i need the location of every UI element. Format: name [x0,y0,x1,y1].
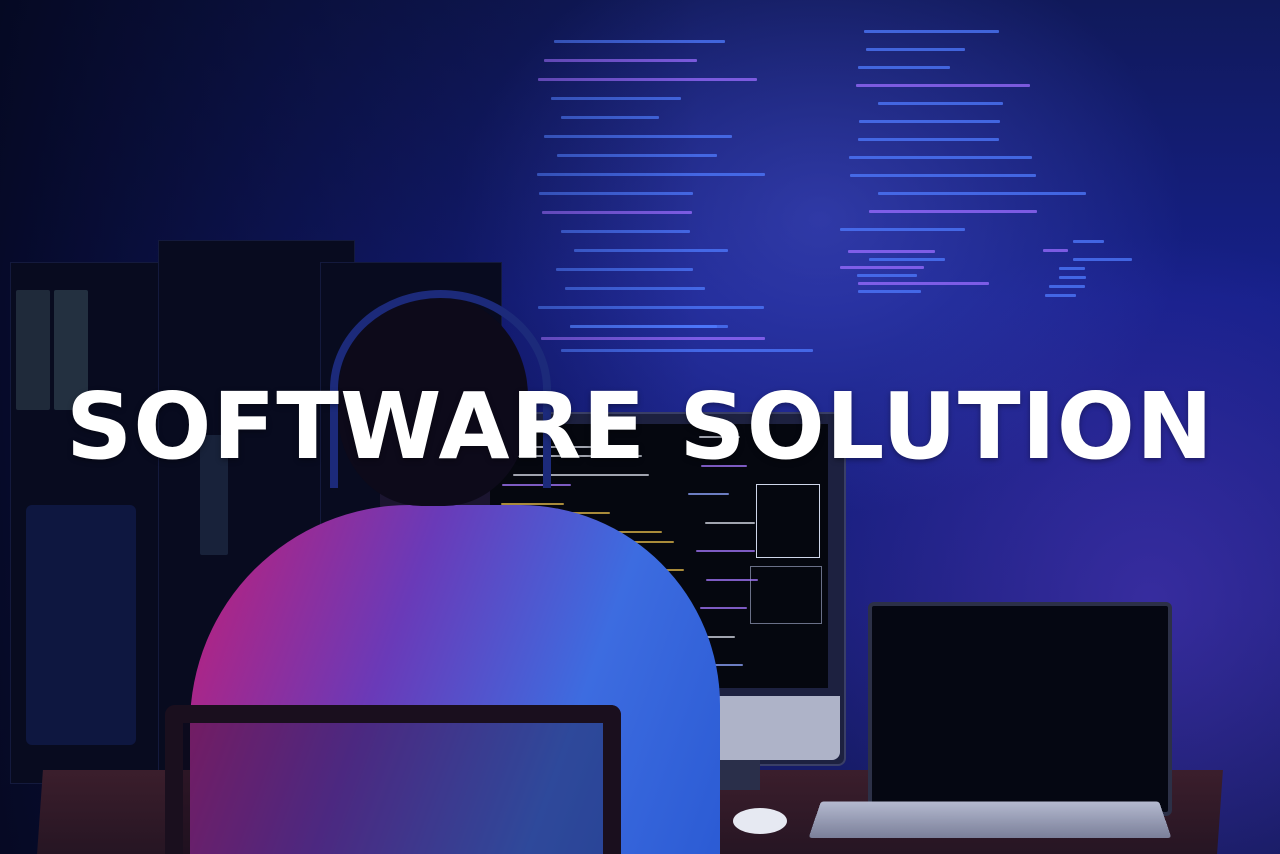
screen-code-line [701,464,747,467]
code-line [857,274,917,277]
code-line [864,30,999,33]
screen-code-line [705,521,755,524]
laptop-screen [868,602,1172,816]
code-line [1045,294,1076,297]
screen-code-line [688,635,735,638]
hero-title: SOFTWARE SOLUTION [65,373,1215,480]
code-line [866,48,965,51]
code-line [869,210,1037,213]
chair [165,705,621,854]
screen-code-line [706,578,758,581]
binder [26,505,136,745]
laptop-keyboard [808,801,1172,838]
code-line [1059,267,1085,270]
mouse [733,808,787,834]
screen-code-line [700,607,747,609]
screen-code-line [696,550,755,552]
code-line [1073,240,1104,243]
code-line [1059,276,1086,279]
code-line [858,290,921,293]
code-line [869,258,945,261]
headphones [330,290,551,488]
screen-code-line [513,474,649,476]
code-line [840,266,924,269]
code-line [1073,258,1132,261]
screen-code-line [501,502,564,505]
code-line [850,174,1036,177]
code-line [878,192,1086,195]
code-line [1043,249,1068,252]
code-line [856,84,1030,87]
person-shirt [190,505,720,854]
binder [54,290,88,410]
binder [16,290,50,410]
screen-code-line [697,664,743,666]
code-line [858,138,999,141]
screen-code-line [699,436,740,438]
screen-code-line [492,455,642,457]
bowl-plot-panel [750,566,822,624]
code-line [840,228,965,231]
chart-panel [756,484,820,558]
code-line [1049,285,1085,288]
screen-code-line [688,493,729,495]
binder [200,435,228,555]
code-line [859,120,1000,123]
code-line [849,156,1032,159]
code-line [858,282,989,285]
code-line [848,250,935,253]
code-line [858,66,950,69]
code-line [878,102,1003,105]
screen-code-line [495,445,612,448]
